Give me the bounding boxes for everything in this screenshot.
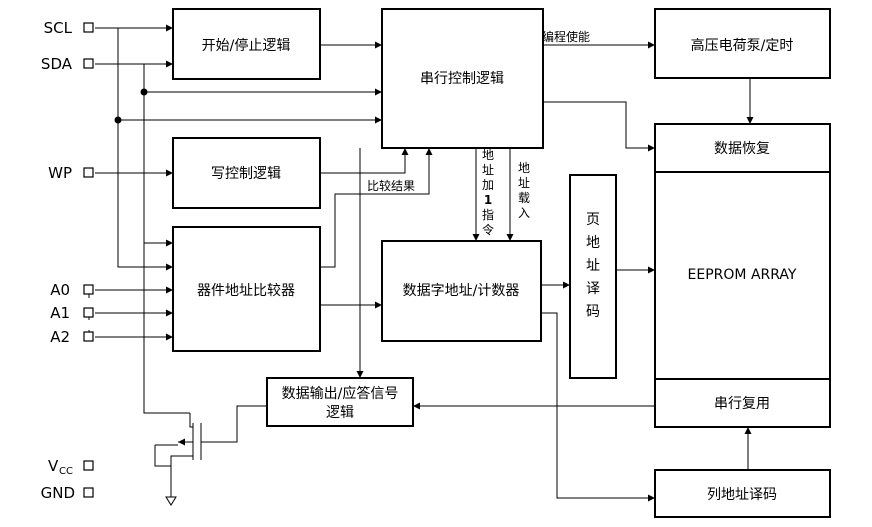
- page-decoder-char: 码: [586, 304, 600, 320]
- svg-text:入: 入: [518, 206, 530, 220]
- compare-result-label: 比较结果: [367, 178, 415, 193]
- pin-gnd: GND: [41, 484, 94, 502]
- dout-ack-line1: 数据输出/应答信号: [282, 385, 399, 402]
- pin-vcc: V CC: [48, 457, 94, 477]
- svg-text:A0: A0: [50, 281, 70, 299]
- eeprom-array-label: EEPROM ARRAY: [688, 267, 797, 283]
- svg-text:地: 地: [518, 161, 530, 175]
- pin-a0: A0: [50, 281, 94, 299]
- column-decoder-label: 列地址译码: [707, 487, 777, 503]
- device-address-label: 器件地址比较器: [197, 283, 295, 299]
- pin-a2: A2: [50, 328, 94, 346]
- svg-text:令: 令: [482, 222, 494, 237]
- page-decoder-char: 地: [586, 235, 600, 251]
- svg-text:载: 载: [518, 191, 530, 205]
- pin-wp: WP: [48, 164, 94, 182]
- svg-text:A2: A2: [50, 328, 70, 346]
- addr-load-label: 地 址 载 入: [518, 161, 530, 220]
- svg-text:地: 地: [482, 148, 494, 162]
- svg-text:加: 加: [482, 178, 494, 192]
- svg-text:址: 址: [482, 163, 494, 177]
- block-hv-pump-timer: 高压电荷泵/定时: [654, 8, 831, 79]
- svg-text:SDA: SDA: [41, 55, 73, 73]
- svg-text:GND: GND: [41, 484, 75, 502]
- svg-text:指: 指: [482, 207, 494, 222]
- block-data-out-ack-logic: 数据输出/应答信号 逻辑: [266, 377, 414, 427]
- hv-pump-label: 高压电荷泵/定时: [691, 37, 794, 54]
- block-serial-control-logic: 串行控制逻辑: [381, 8, 544, 149]
- page-decoder-char: 页: [586, 212, 600, 228]
- write-control-label: 写控制逻辑: [211, 166, 281, 182]
- block-eeprom: 数据恢复 EEPROM ARRAY 串行复用: [654, 123, 831, 428]
- svg-text:CC: CC: [59, 466, 73, 477]
- svg-text:1: 1: [484, 193, 492, 207]
- svg-text:WP: WP: [48, 164, 72, 182]
- ground-triangle-icon: [165, 496, 177, 506]
- block-write-control-logic: 写控制逻辑: [172, 137, 321, 209]
- serial-mux-label: 串行复用: [714, 395, 770, 412]
- block-column-address-decoder: 列地址译码: [654, 469, 831, 518]
- dout-ack-line2: 逻辑: [326, 405, 354, 421]
- page-decoder-char: 址: [586, 258, 600, 274]
- svg-text:A1: A1: [50, 304, 70, 322]
- svg-text:址: 址: [518, 176, 530, 190]
- junction-dots: [114, 88, 148, 124]
- pin-a1: A1: [50, 304, 94, 322]
- data-recovery-label: 数据恢复: [714, 140, 770, 157]
- word-address-label: 数据字地址/计数器: [403, 283, 520, 299]
- svg-text:V: V: [48, 457, 59, 475]
- page-decoder-char: 译: [586, 281, 600, 297]
- svg-text:SCL: SCL: [44, 19, 73, 37]
- pin-scl: SCL: [44, 19, 94, 37]
- serial-control-label: 串行控制逻辑: [420, 71, 504, 87]
- block-device-address-comparator: 器件地址比较器: [172, 226, 321, 352]
- pin-sda: SDA: [41, 55, 94, 73]
- prog-enable-label: 编程使能: [542, 29, 590, 44]
- addr-inc-label: 地 址 加 1 指 令: [482, 148, 494, 237]
- block-page-address-decoder: 页 地 址 译 码: [569, 174, 617, 379]
- block-word-address-counter: 数据字地址/计数器: [381, 240, 542, 342]
- start-stop-label: 开始/停止逻辑: [202, 37, 291, 54]
- block-start-stop-logic: 开始/停止逻辑: [172, 8, 321, 80]
